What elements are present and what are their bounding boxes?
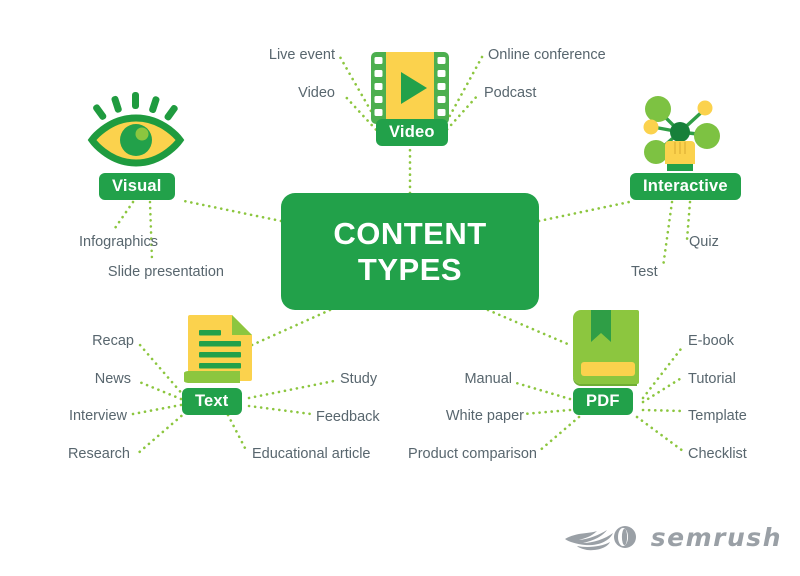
leaf-tutorial[interactable]: Tutorial (688, 371, 736, 387)
branch-label-video: Video (389, 123, 435, 141)
branch-node-video[interactable]: Video (376, 119, 448, 146)
link-visual-infographics (111, 200, 135, 233)
link-pdf-manual (511, 380, 572, 401)
document-icon (182, 313, 256, 390)
leaf-infographics[interactable]: Infographics (79, 234, 158, 250)
branch-label-visual: Visual (112, 177, 162, 195)
branch-label-interactive: Interactive (643, 177, 728, 195)
link-text-educational-article (226, 413, 248, 452)
leaf-manual[interactable]: Manual (464, 371, 512, 387)
center-node[interactable]: CONTENT TYPES (281, 193, 539, 310)
leaf-research[interactable]: Research (67, 446, 130, 462)
semrush-wordmark: semrush (650, 522, 782, 552)
leaf-video[interactable]: Video (298, 85, 335, 101)
link-text-feedback (247, 404, 313, 416)
link-text-study (247, 379, 336, 400)
leaf-test[interactable]: Test (631, 264, 658, 280)
branch-node-visual[interactable]: Visual (99, 173, 175, 200)
link-text-recap (138, 343, 186, 398)
link-pdf-tutorial (641, 375, 685, 404)
center-title-line1: CONTENT (333, 215, 487, 251)
leaf-slide-presentation[interactable]: Slide presentation (107, 264, 224, 280)
link-center-visual (182, 199, 283, 223)
link-pdf-ebook (641, 343, 686, 400)
link-visual-slide (148, 200, 154, 262)
center-title-line2: TYPES (357, 251, 463, 287)
leaf-template[interactable]: Template (688, 408, 747, 424)
leaf-online-conference[interactable]: Online conference (488, 47, 606, 63)
branch-node-text[interactable]: Text (182, 388, 242, 415)
link-center-text (250, 308, 332, 347)
link-text-news (135, 379, 183, 401)
film-play-icon (371, 52, 449, 129)
leaf-educational-article[interactable]: Educational article (252, 446, 371, 462)
semrush-flame-icon (564, 526, 636, 551)
link-text-research (134, 410, 188, 457)
leaf-white-paper[interactable]: White paper (445, 408, 524, 424)
center-node-label: CONTENT TYPES (333, 216, 486, 288)
leaf-study[interactable]: Study (340, 371, 378, 387)
leaf-checklist[interactable]: Checklist (688, 446, 747, 462)
semrush-logo: semrush (563, 520, 782, 554)
book-icon (573, 308, 643, 391)
eye-icon (86, 92, 186, 177)
link-center-interactive (537, 199, 636, 223)
leaf-interview[interactable]: Interview (68, 408, 127, 424)
leaf-news[interactable]: News (94, 371, 131, 387)
leaf-product-comparison[interactable]: Product comparison (408, 446, 537, 462)
leaf-recap[interactable]: Recap (92, 333, 134, 349)
link-pdf-checklist (635, 415, 685, 453)
leaf-feedback[interactable]: Feedback (316, 409, 380, 425)
leaf-podcast[interactable]: Podcast (484, 85, 537, 101)
link-pdf-template (641, 408, 685, 413)
link-interactive-test (661, 200, 674, 269)
leaf-ebook[interactable]: E-book (688, 333, 734, 349)
hand-network-icon (634, 92, 726, 179)
branch-node-pdf[interactable]: PDF (573, 388, 633, 415)
branch-label-pdf: PDF (586, 392, 620, 410)
link-pdf-white-paper (522, 408, 572, 416)
link-center-pdf (486, 308, 572, 347)
leaf-quiz[interactable]: Quiz (689, 234, 719, 250)
leaf-live-event[interactable]: Live event (268, 47, 335, 63)
branch-label-text: Text (195, 392, 229, 410)
link-pdf-product-comparison (536, 415, 581, 454)
link-text-interview (131, 403, 183, 416)
branch-node-interactive[interactable]: Interactive (630, 173, 741, 200)
